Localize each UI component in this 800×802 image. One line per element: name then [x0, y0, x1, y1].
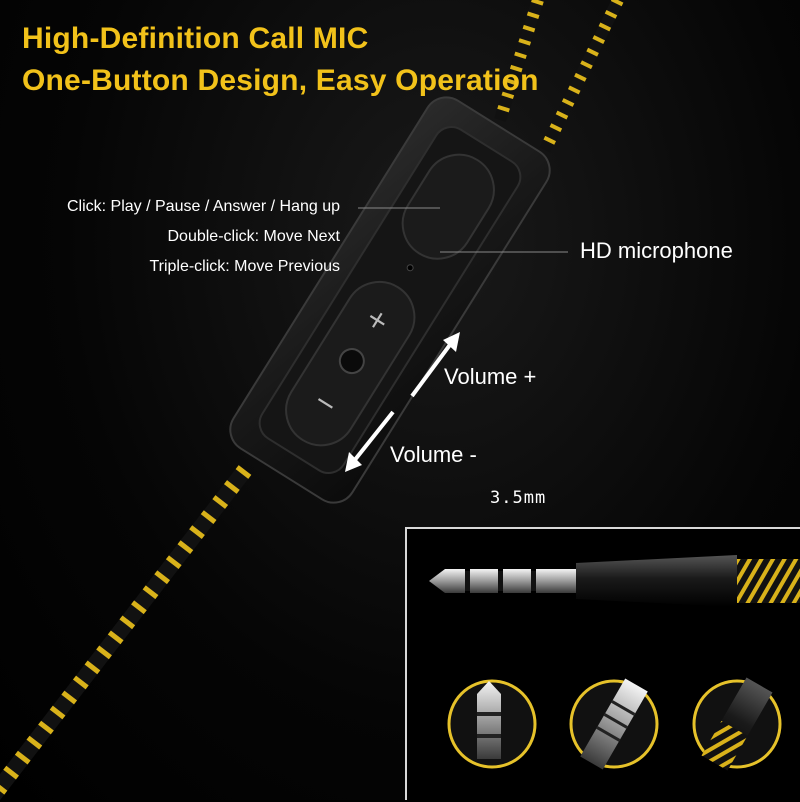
jack-tip-detail [447, 679, 537, 769]
triple-click-function-label: Triple-click: Move Previous [149, 258, 340, 275]
volume-up-label: Volume + [444, 364, 537, 389]
volume-down-arrow-icon [345, 410, 395, 472]
microphone-hole [406, 264, 414, 272]
jack-illustration [429, 555, 800, 771]
jack-size-label: 3.5mm [490, 488, 547, 508]
inline-remote: + − [229, 96, 551, 504]
jack-sleeve-detail [692, 677, 782, 771]
double-click-function-label: Double-click: Move Next [167, 228, 341, 245]
multifunction-button[interactable] [389, 142, 507, 272]
click-function-label: Click: Play / Pause / Answer / Hang up [66, 198, 340, 215]
hd-microphone-label: HD microphone [580, 238, 733, 263]
headline-subtitle: One-Button Design, Easy Operation [22, 64, 539, 97]
volume-up-arrow-icon [410, 332, 460, 398]
audio-jack-plug [429, 555, 800, 607]
jack-ring-detail [569, 678, 659, 770]
cable-top-left [494, 0, 544, 122]
headline-title: High-Definition Call MIC [22, 22, 369, 55]
jack-detail-panel [405, 527, 800, 800]
cable-top-right [539, 0, 624, 153]
cable-bottom [0, 465, 252, 800]
volume-down-label: Volume - [390, 442, 477, 467]
